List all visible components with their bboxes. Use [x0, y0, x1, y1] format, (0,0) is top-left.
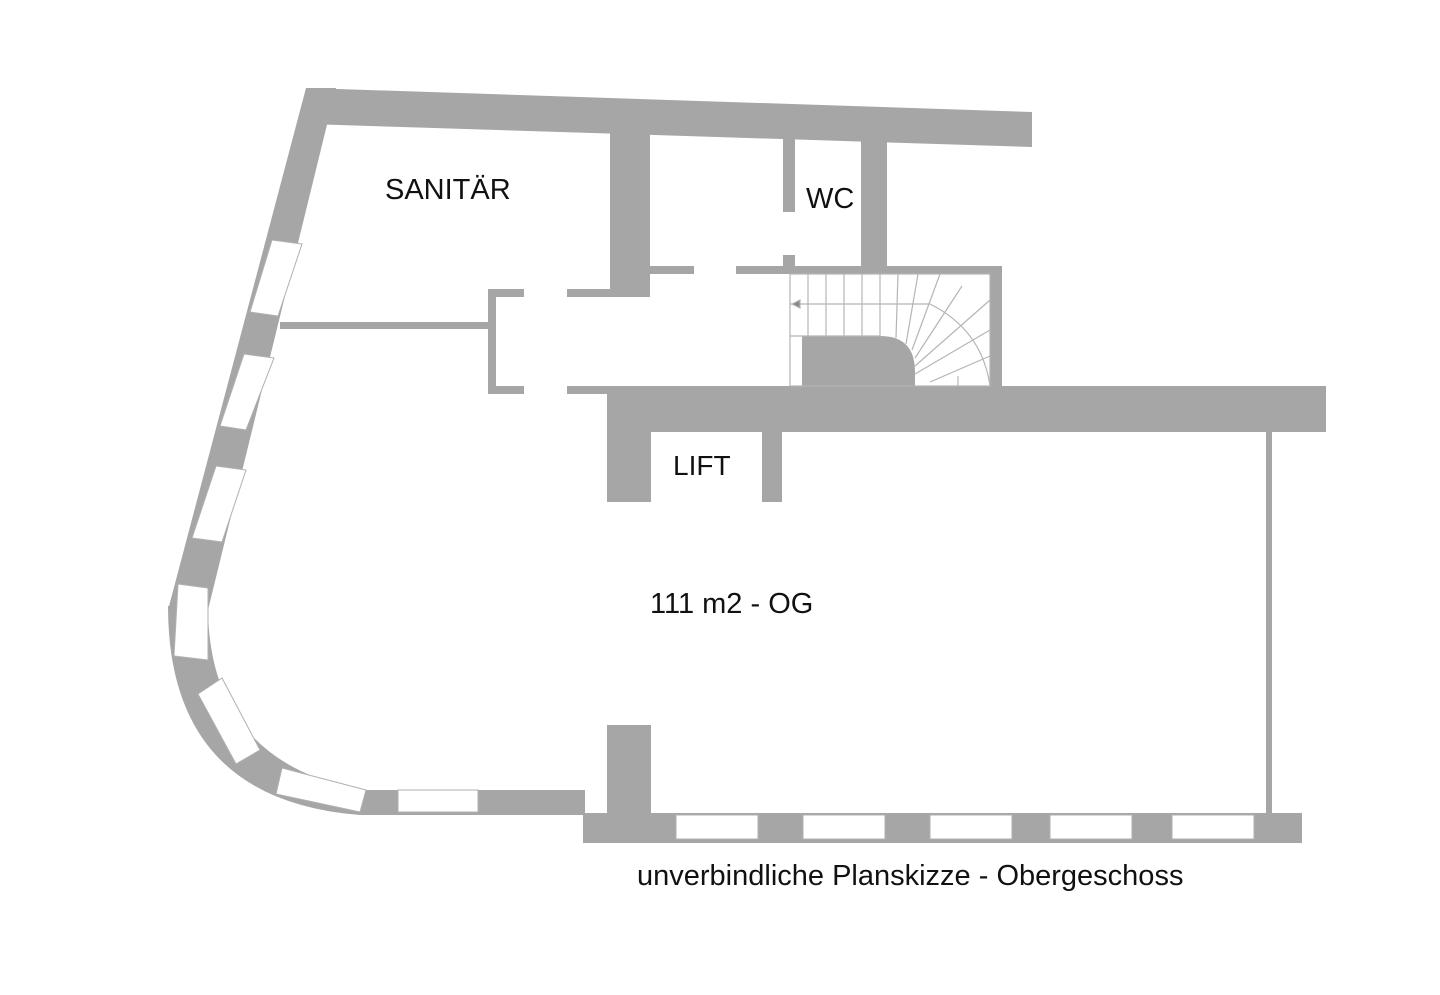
wall-wc-right — [861, 140, 887, 268]
windows-bottom — [397, 789, 1255, 840]
wall-stair-right — [990, 266, 1002, 390]
window — [191, 465, 247, 543]
window — [675, 814, 759, 840]
window — [802, 814, 886, 840]
windows-left — [173, 239, 367, 813]
plan-caption: unverbindliche Planskizze - Obergeschoss — [637, 860, 1184, 892]
window — [397, 789, 479, 813]
walls — [168, 88, 1326, 843]
wall-bottom-stub — [607, 725, 651, 825]
window — [1049, 814, 1133, 840]
wall-wc-bottom-left — [650, 266, 694, 274]
room-label-wc: WC — [806, 183, 855, 215]
wall-door-frame-bottom-right — [567, 386, 611, 394]
window — [197, 677, 261, 765]
wall-left-diagonal — [168, 88, 336, 610]
wall-wc-left — [783, 138, 795, 212]
wall-curved-corner — [168, 606, 585, 815]
window — [275, 767, 367, 813]
wall-partition-horizontal — [280, 322, 490, 329]
wall-sanitaer-bottom — [567, 289, 650, 297]
wall-corridor — [607, 386, 1326, 432]
window — [173, 583, 209, 661]
room-label-sanitaer: SANITÄR — [385, 174, 511, 206]
wall-lift-left — [607, 386, 651, 502]
room-label-lift: LIFT — [673, 450, 731, 481]
wall-wc-bottom-right — [736, 266, 1002, 274]
wall-top — [308, 88, 1032, 147]
wall-sanitaer-right — [610, 130, 650, 296]
stair-arrow-icon — [790, 299, 801, 309]
wall-right — [1266, 428, 1272, 818]
window — [1171, 814, 1255, 840]
window — [219, 353, 275, 431]
wall-wc-left-lower — [783, 255, 795, 268]
room-label-main-area: 111 m2 - OG — [650, 588, 814, 620]
window — [249, 239, 303, 317]
staircase — [789, 273, 991, 387]
wall-lift-right — [762, 430, 782, 502]
wall-door-frame-left — [488, 289, 496, 393]
stair-core — [802, 336, 915, 390]
wall-door-frame-bottom — [488, 386, 524, 394]
wall-door-frame-top — [488, 289, 524, 297]
window — [929, 814, 1013, 840]
